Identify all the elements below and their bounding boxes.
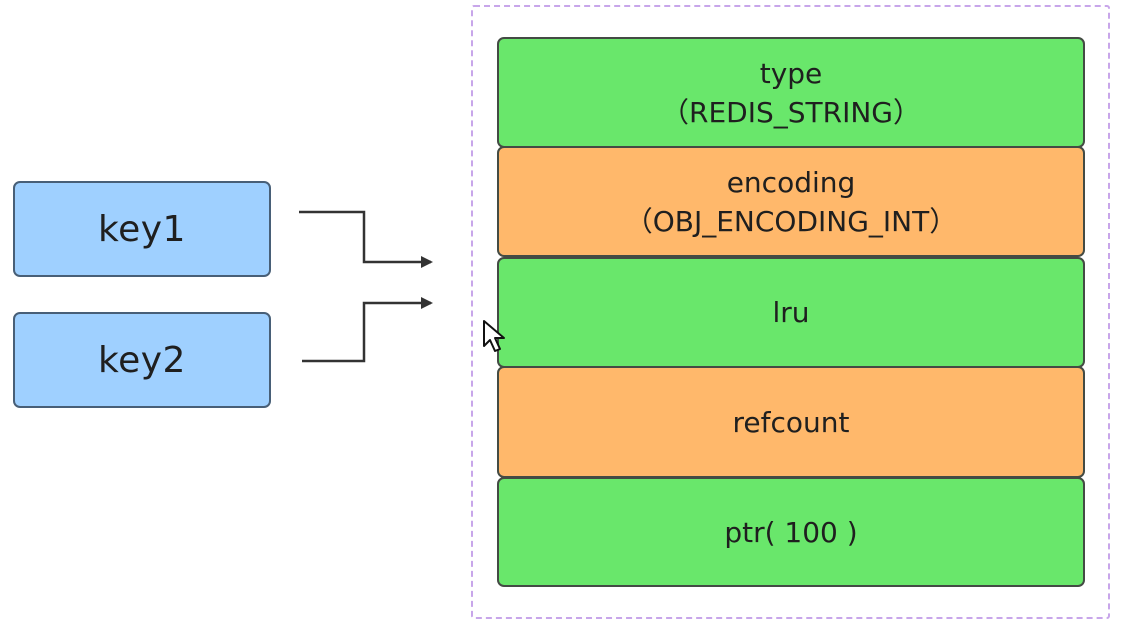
refcount-field: refcount <box>497 366 1085 478</box>
key1-arrow <box>299 210 433 268</box>
key1-box: key1 <box>13 181 271 277</box>
lru-field-name: lru <box>772 296 810 329</box>
type-field-name: type <box>759 56 823 90</box>
key2-arrow <box>302 297 433 363</box>
type-field: type （REDIS_STRING） <box>497 37 1085 148</box>
ptr-field: ptr( 100 ) <box>497 477 1085 587</box>
refcount-field-name: refcount <box>732 405 850 439</box>
mouse-cursor-icon <box>483 320 505 352</box>
lru-field: lru <box>497 257 1085 368</box>
encoding-field-value: （OBJ_ENCODING_INT） <box>624 204 958 238</box>
type-field-value: （REDIS_STRING） <box>661 95 921 129</box>
key2-label: key2 <box>98 339 186 381</box>
key2-box: key2 <box>13 312 271 408</box>
encoding-field-name: encoding <box>726 165 856 199</box>
ptr-field-name: ptr( 100 ) <box>724 515 858 549</box>
key1-label: key1 <box>98 208 186 250</box>
redis-object-container <box>471 5 1110 619</box>
encoding-field: encoding （OBJ_ENCODING_INT） <box>497 146 1085 257</box>
